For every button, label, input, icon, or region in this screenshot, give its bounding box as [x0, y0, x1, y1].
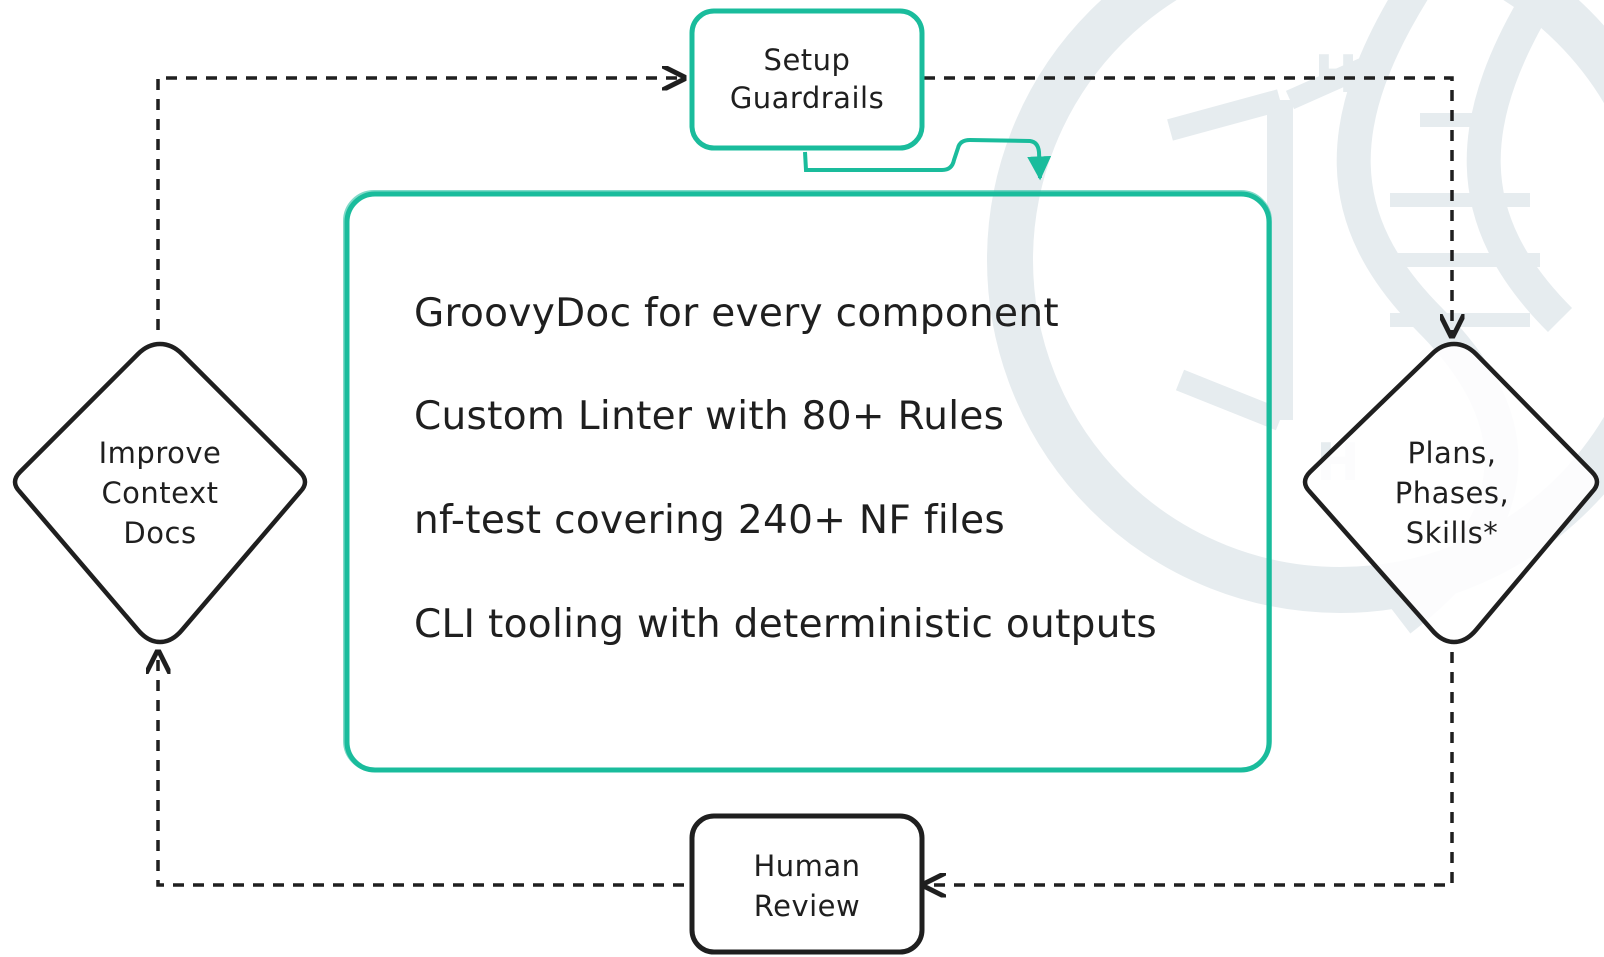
node-improve-line-3: Docs [123, 516, 196, 550]
node-improve-context-docs: Improve Context Docs [12, 341, 308, 645]
guardrail-item: Custom Linter with 80+ Rules [414, 394, 1004, 439]
node-improve-line-1: Improve [99, 436, 222, 470]
node-setup-guardrails-line-2: Guardrails [730, 81, 884, 115]
watermark-letter-top: H [1314, 45, 1358, 105]
arrow-plans-to-review [924, 652, 1454, 885]
node-improve-line-2: Context [101, 476, 218, 510]
arrow-setup-to-guardrails-box [803, 137, 1052, 181]
node-plans-line-1: Plans, [1407, 436, 1496, 470]
guardrail-item: CLI tooling with deterministic outputs [414, 602, 1157, 647]
dna-watermark-icon [987, 0, 1604, 634]
node-setup-guardrails-line-1: Setup [764, 43, 851, 77]
arrow-review-to-improve [158, 652, 684, 887]
node-plans-phases-skills: Plans, Phases, Skills* [1302, 341, 1600, 645]
node-plans-line-3: Skills* [1406, 516, 1498, 550]
node-human-review: Human Review [689, 813, 925, 955]
arrow-setup-to-plans [924, 76, 1452, 336]
node-setup-guardrails: Setup Guardrails [689, 8, 925, 151]
guardrail-item: GroovyDoc for every component [414, 291, 1059, 336]
node-plans-line-2: Phases, [1395, 476, 1509, 510]
guardrails-box: GroovyDoc for every component Custom Lin… [343, 190, 1272, 773]
arrow-improve-to-setup [156, 78, 684, 330]
node-human-review-line-2: Review [754, 889, 860, 923]
guardrail-item: nf-test covering 240+ NF files [414, 498, 1005, 543]
node-human-review-line-1: Human [753, 849, 860, 883]
